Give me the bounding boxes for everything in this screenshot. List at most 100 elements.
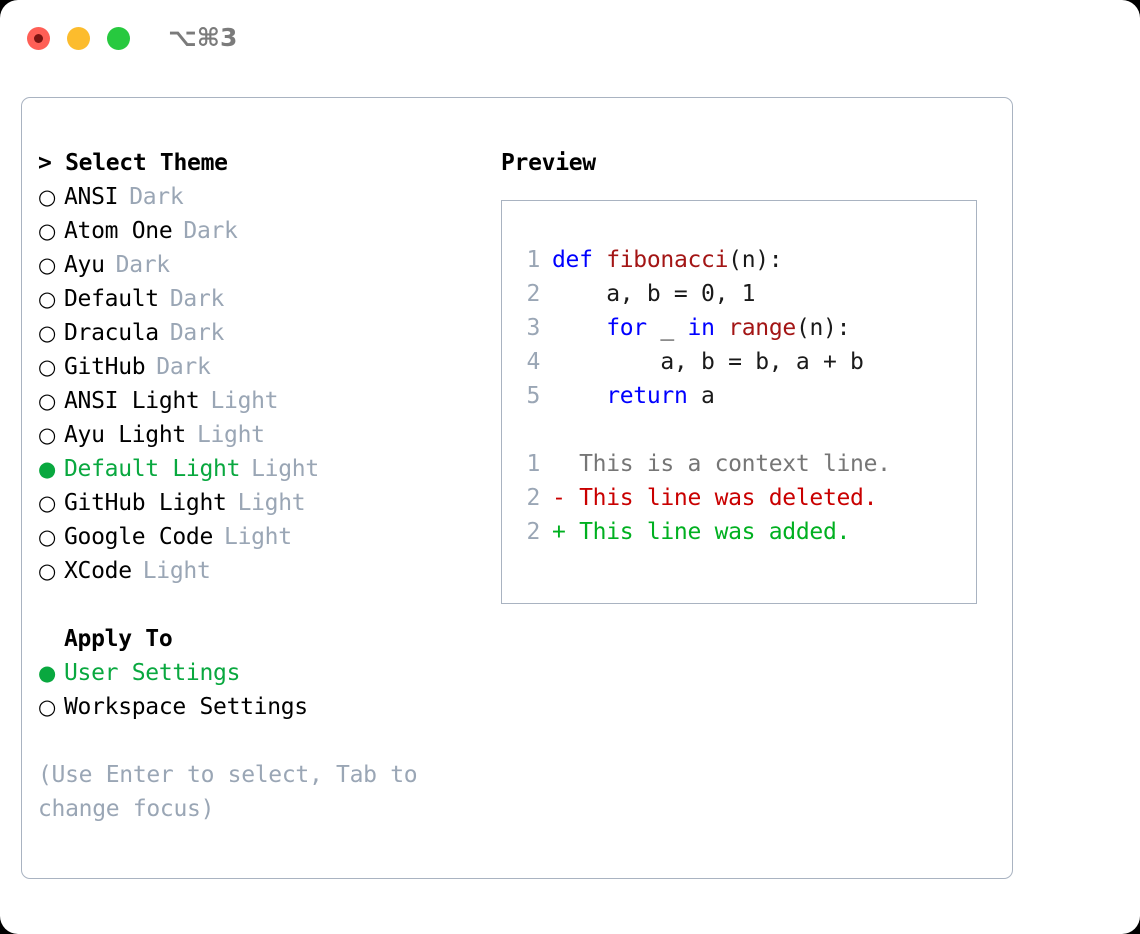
keyboard-hint-text: (Use Enter to select, Tab to change focu… [38, 762, 418, 822]
code-token: a, b = b, a + b [552, 349, 864, 375]
theme-option-label: Default Light [64, 456, 241, 482]
code-token: a, b = 0, 1 [552, 281, 756, 307]
theme-option-badge: Dark [183, 218, 238, 244]
theme-option-badge: Dark [156, 354, 211, 380]
radio-selected-icon: ● [38, 661, 57, 685]
traffic-lights [27, 27, 130, 50]
line-number: 4 [526, 349, 540, 375]
theme-option-6[interactable]: ○ ANSI Light Light [38, 384, 488, 418]
theme-option-badge: Dark [169, 286, 225, 312]
radio-unselected-icon: ○ [38, 219, 57, 243]
select-theme-header: > Select Theme [38, 150, 228, 176]
code-token: range [728, 315, 796, 341]
code-token: a [687, 383, 715, 409]
radio-unselected-icon: ○ [38, 287, 57, 311]
theme-option-2[interactable]: ○ Ayu Dark [38, 248, 488, 282]
code-line: 4 a, b = b, a + b [516, 345, 891, 379]
radio-unselected-icon: ○ [38, 423, 57, 447]
diff-line: 2 - This line was deleted. [516, 481, 891, 515]
minimize-window-button[interactable] [67, 27, 90, 50]
theme-option-label: Ayu [64, 252, 105, 278]
code-line: 2 a, b = 0, 1 [516, 277, 891, 311]
radio-unselected-icon: ○ [38, 491, 57, 515]
title-bar: ⌥⌘3 [0, 0, 1140, 78]
code-token [552, 315, 606, 341]
line-number: 5 [526, 383, 540, 409]
theme-option-label: Dracula [64, 320, 159, 346]
diff-line: 1 This is a context line. [516, 447, 891, 481]
theme-option-badge: Dark [129, 184, 184, 210]
code-token: fibonacci [606, 247, 729, 273]
theme-option-label: ANSI Light [64, 388, 200, 414]
line-number: 1 [526, 451, 540, 477]
code-token: (n): [795, 315, 851, 341]
preview-title: Preview [501, 150, 596, 176]
apply-to-option-label: Workspace Settings [64, 694, 308, 720]
close-window-button[interactable] [27, 27, 50, 50]
code-line: 5 return a [516, 379, 891, 413]
code-token: for [606, 315, 647, 341]
diff-line: 2+ This line was added. [516, 515, 891, 549]
theme-option-badge: Light [142, 558, 211, 584]
theme-option-badge: Light [196, 422, 265, 448]
theme-option-label: Default [64, 286, 159, 312]
radio-unselected-icon: ○ [38, 321, 57, 345]
keyboard-shortcut-label: ⌥⌘3 [168, 23, 238, 52]
theme-option-badge: Light [237, 490, 306, 516]
diff-text: This is a context line. [552, 451, 891, 477]
code-token: (n): [728, 247, 783, 273]
theme-option-label: ANSI [64, 184, 119, 210]
theme-option-10[interactable]: ○ Google Code Light [38, 520, 488, 554]
radio-unselected-icon: ○ [38, 389, 57, 413]
code-line: 3 for _ in range(n): [516, 311, 891, 345]
theme-option-badge: Dark [169, 320, 225, 346]
section-spacer [38, 588, 488, 622]
line-number: 2 [526, 485, 540, 511]
radio-unselected-icon: ○ [38, 185, 57, 209]
radio-unselected-icon: ○ [38, 525, 57, 549]
theme-option-label: Ayu Light [64, 422, 186, 448]
code-token: _ [646, 315, 688, 341]
line-number: 3 [526, 315, 540, 341]
apply-to-option-0[interactable]: ● User Settings [38, 656, 488, 690]
diff-text: - This line was deleted. [552, 485, 878, 511]
theme-option-1[interactable]: ○ Atom One Dark [38, 214, 488, 248]
apply-to-header: Apply To [64, 626, 173, 652]
theme-option-label: XCode [64, 558, 132, 584]
theme-option-badge: Light [210, 388, 279, 414]
theme-option-3[interactable]: ○ Default Dark [38, 282, 488, 316]
maximize-window-button[interactable] [107, 27, 130, 50]
code-token [715, 315, 729, 341]
code-token [552, 383, 606, 409]
theme-option-4[interactable]: ○ Dracula Dark [38, 316, 488, 350]
code-token: return [606, 383, 688, 409]
diff-text: + This line was added. [552, 519, 851, 545]
radio-unselected-icon: ○ [38, 559, 57, 583]
theme-option-badge: Light [251, 456, 319, 482]
radio-unselected-icon: ○ [38, 253, 57, 277]
theme-option-label: Atom One [64, 218, 173, 244]
theme-option-badge: Light [224, 524, 292, 550]
apply-to-option-1[interactable]: ○ Workspace Settings [38, 690, 488, 724]
theme-option-label: GitHub [64, 354, 146, 380]
theme-option-0[interactable]: ○ ANSI Dark [38, 180, 488, 214]
code-token: def [552, 247, 607, 273]
apply-to-option-label: User Settings [64, 660, 241, 686]
theme-option-badge: Dark [115, 252, 171, 278]
theme-option-11[interactable]: ○ XCode Light [38, 554, 488, 588]
theme-option-label: Google Code [64, 524, 214, 550]
radio-unselected-icon: ○ [38, 695, 57, 719]
theme-option-7[interactable]: ○ Ayu Light Light [38, 418, 488, 452]
code-blank-line [516, 413, 891, 447]
